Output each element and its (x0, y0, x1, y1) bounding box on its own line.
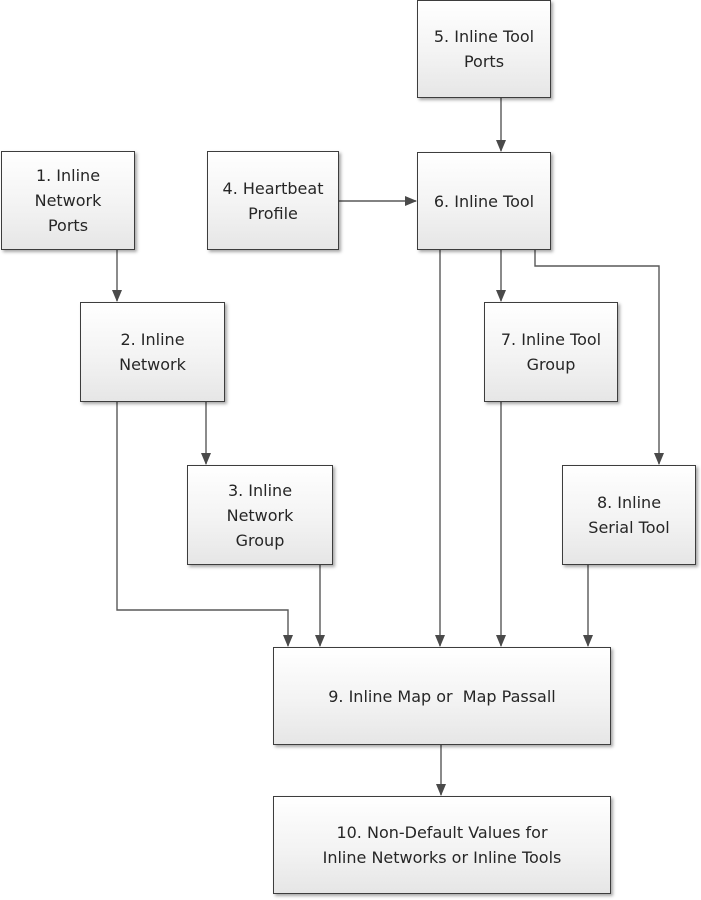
node-inline-map-label: 9. Inline Map or Map Passall (328, 686, 556, 706)
node-inline-network: 2. Inline Network (80, 302, 225, 402)
edge-6-to-8 (534, 250, 664, 465)
node-inline-serial-tool: 8. Inline Serial Tool (562, 465, 696, 565)
node-inline-network-group-label: 3. Inline Network Group (226, 480, 294, 550)
node-inline-tool-group-label: 7. Inline Tool Group (500, 330, 602, 374)
node-heartbeat-profile-label: 4. Heartbeat Profile (222, 178, 324, 223)
node-inline-tool: 6. Inline Tool (417, 152, 551, 250)
node-inline-network-group: 3. Inline Network Group (187, 465, 333, 565)
node-inline-network-ports: 1. Inline Network Ports (1, 151, 135, 250)
node-non-default-values: 10. Non-Default Values for Inline Networ… (273, 796, 611, 894)
node-inline-serial-tool-label: 8. Inline Serial Tool (588, 493, 670, 537)
node-inline-network-ports-label: 1. Inline Network Ports (34, 166, 102, 235)
node-non-default-values-label: 10. Non-Default Values for Inline Networ… (322, 823, 562, 867)
node-inline-tool-ports: 5. Inline Tool Ports (417, 0, 551, 98)
node-inline-tool-ports-label: 5. Inline Tool Ports (433, 27, 535, 71)
node-inline-tool-label: 6. Inline Tool (433, 191, 535, 211)
node-inline-tool-group: 7. Inline Tool Group (484, 302, 618, 402)
edge-2-to-9 (116, 402, 293, 647)
node-inline-map-or-map-passall: 9. Inline Map or Map Passall (273, 647, 611, 745)
node-inline-network-label: 2. Inline Network (119, 330, 186, 374)
node-heartbeat-profile: 4. Heartbeat Profile (207, 151, 339, 250)
